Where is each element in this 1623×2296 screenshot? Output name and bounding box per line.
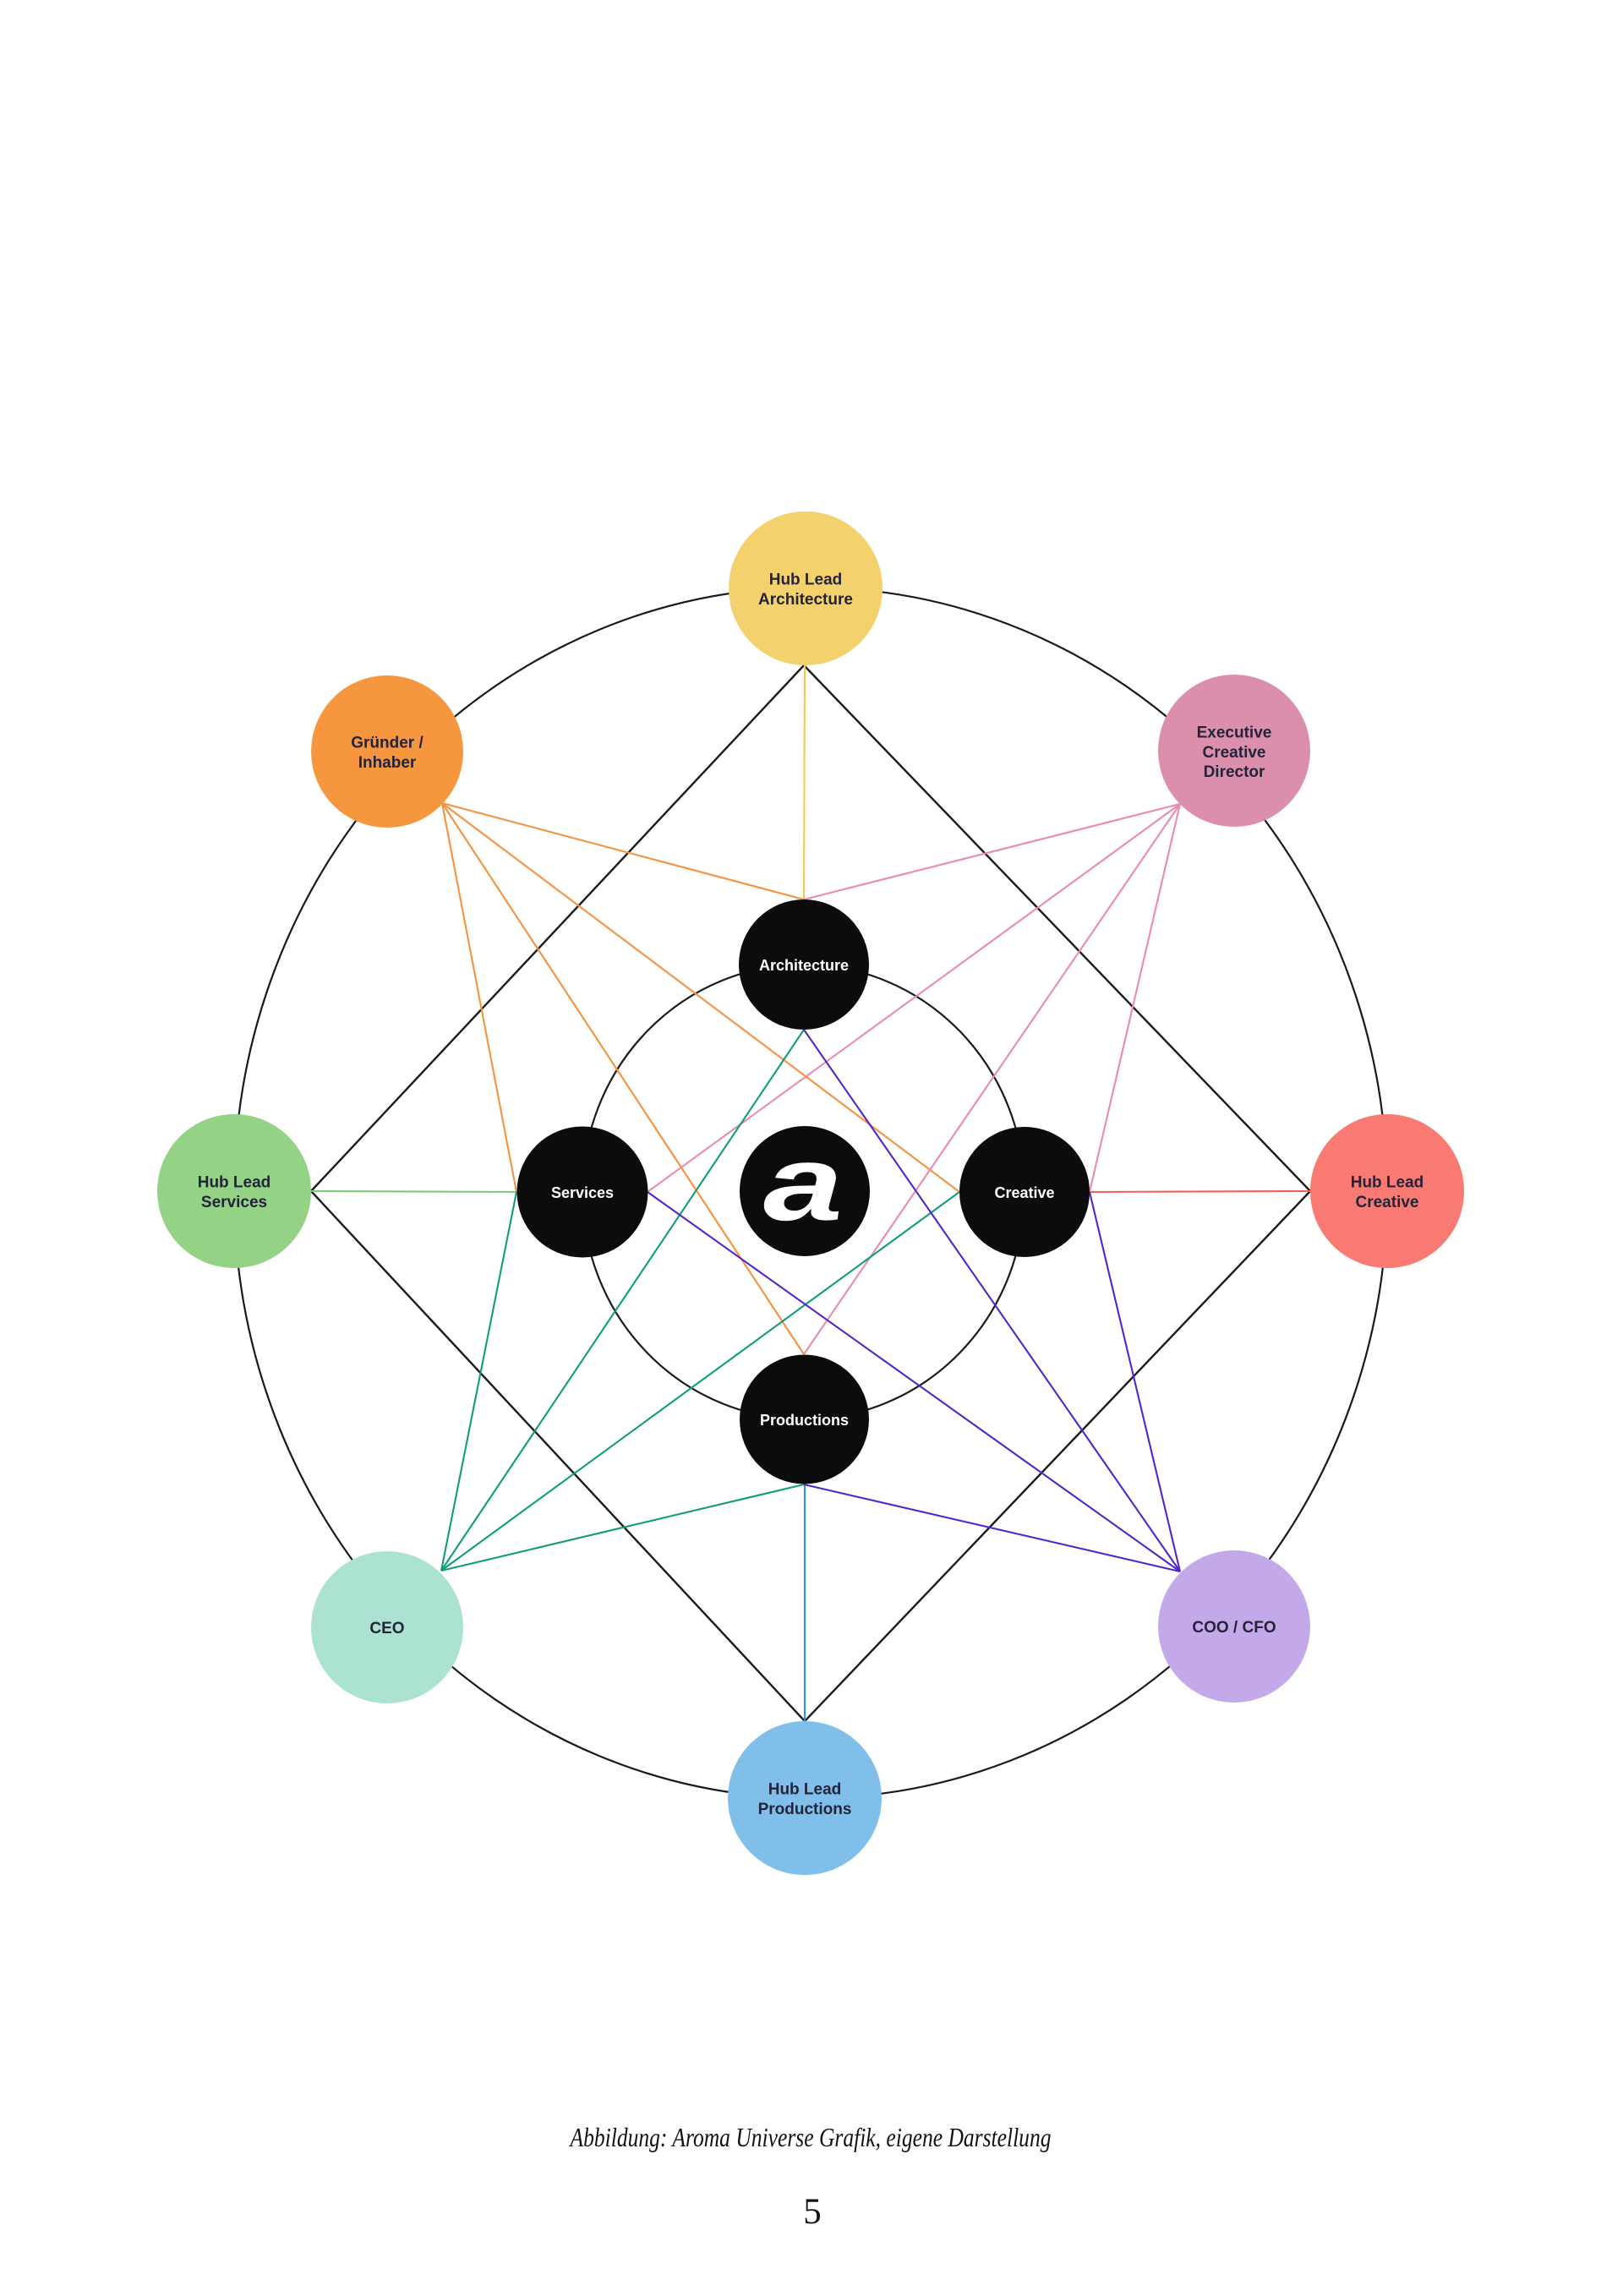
svg-text:Gründer /Inhaber: Gründer /Inhaber: [351, 735, 424, 773]
svg-text:CEO: CEO: [369, 1620, 404, 1637]
svg-text:5: 5: [803, 2192, 822, 2232]
svg-text:COO / CFO: COO / CFO: [1192, 1619, 1276, 1637]
svg-text:a: a: [763, 1123, 843, 1243]
svg-text:Architecture: Architecture: [759, 957, 849, 974]
svg-text:Abbildung: Aroma Universe Graf: Abbildung: Aroma Universe Grafik, eigene…: [569, 2122, 1052, 2152]
svg-text:Creative: Creative: [994, 1184, 1054, 1201]
svg-text:Services: Services: [551, 1184, 614, 1201]
svg-text:Productions: Productions: [760, 1412, 849, 1429]
